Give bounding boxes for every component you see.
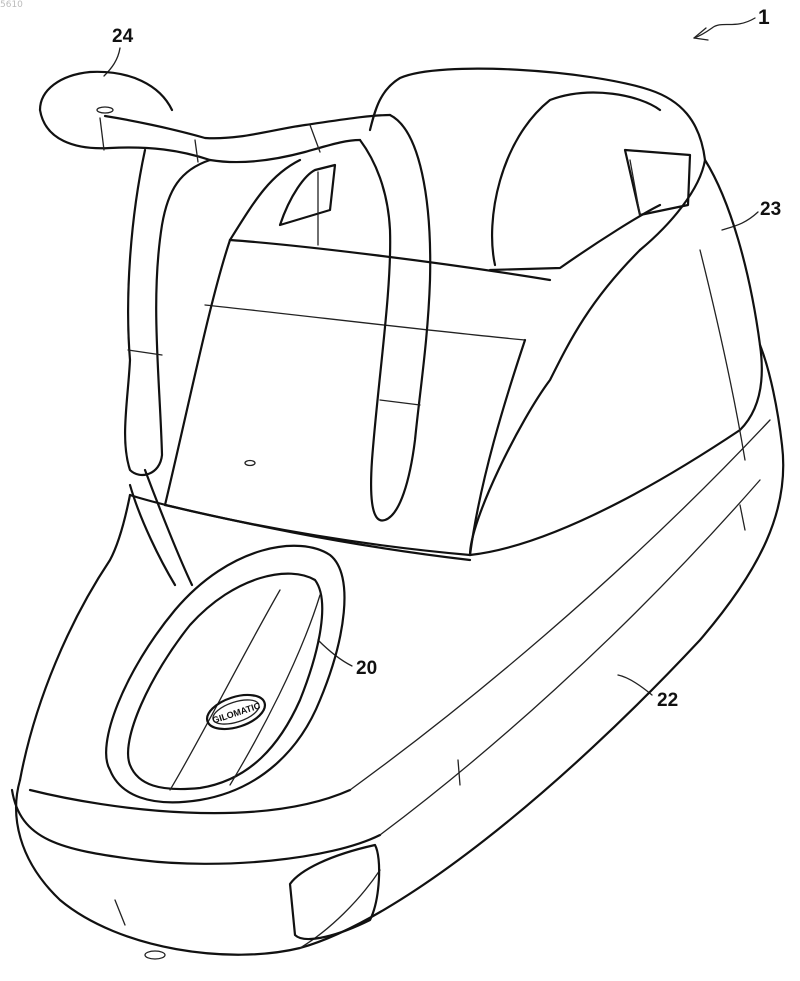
device-leader-arrow [694,18,755,40]
leader-20 [318,640,352,666]
rear-housing [130,69,762,560]
ref-numeral-rear-housing: 23 [760,200,781,219]
foot-recess [106,546,344,803]
handle [40,72,430,585]
ref-numeral-base-housing: 22 [657,691,678,710]
leader-22 [618,675,652,695]
ref-numeral-foot-recess: 20 [356,659,377,678]
base-housing [12,345,783,959]
ref-numeral-device: 1 [758,7,770,28]
leader-23 [722,212,758,230]
ref-numeral-handle: 24 [112,27,133,46]
